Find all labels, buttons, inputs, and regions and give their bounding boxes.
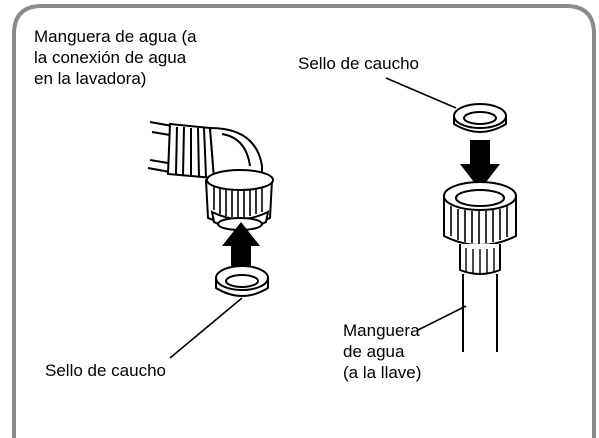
leader-line-hose-faucet bbox=[417, 305, 467, 331]
label-rubber-seal-bottom: Sello de caucho bbox=[45, 361, 166, 380]
leader-line-seal-right bbox=[385, 77, 457, 109]
arrow-up-icon bbox=[222, 222, 260, 274]
arrow-down-icon bbox=[460, 140, 500, 190]
rubber-seal-right bbox=[453, 103, 507, 133]
panel-border bbox=[12, 4, 596, 438]
label-hose-to-faucet: Manguera de agua (a la llave) bbox=[343, 321, 422, 382]
label-rubber-seal-top: Sello de caucho bbox=[298, 54, 419, 73]
elbow-hose-assembly bbox=[147, 121, 274, 231]
faucet-hose-assembly bbox=[443, 181, 517, 352]
rubber-seal-left bbox=[215, 265, 269, 297]
label-hose-to-washer: Manguera de agua (a la conexión de agua … bbox=[34, 27, 197, 88]
leader-line-seal-left bbox=[169, 297, 243, 359]
